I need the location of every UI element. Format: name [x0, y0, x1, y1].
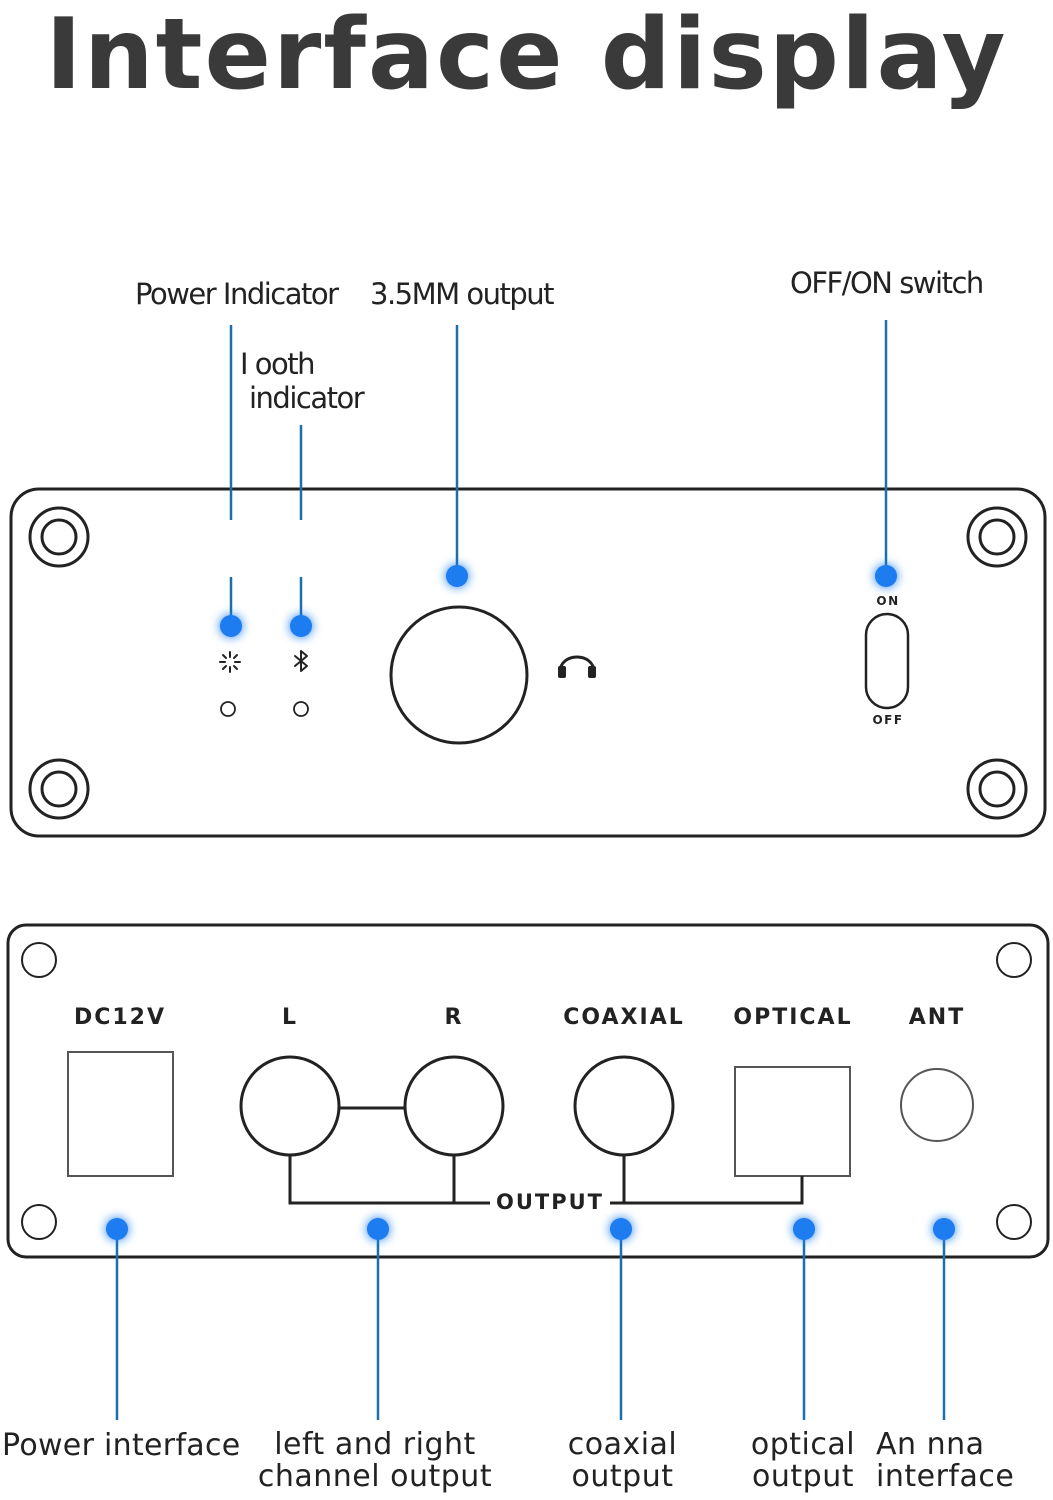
headphone-icon — [558, 655, 596, 678]
headphone-jack — [389, 605, 529, 745]
bluetooth-led — [293, 701, 309, 717]
rear-screw-top-left — [21, 942, 57, 978]
rear-leader-lines — [115, 1229, 946, 1420]
optical-port — [734, 1066, 851, 1177]
page-title: Interface display — [45, 0, 1008, 112]
bluetooth-indicator-callout-line2: indicator — [249, 381, 365, 415]
right-rca-port — [403, 1055, 505, 1157]
power-indicator-callout: Power Indicator — [135, 277, 339, 311]
right-port-label: R — [444, 1005, 464, 1030]
rear-markers — [106, 1218, 955, 1240]
front-screw-bottom-left — [28, 758, 90, 820]
front-panel — [9, 487, 1047, 838]
dc-port — [67, 1051, 174, 1177]
front-screw-bottom-right — [966, 758, 1028, 820]
antenna-port-label: ANT — [908, 1005, 966, 1030]
lr-output-callout-line2: channel output — [257, 1459, 493, 1494]
coaxial-port-label: COAXIAL — [563, 1005, 685, 1030]
power-switch-callout: OFF/ON switch — [790, 266, 984, 300]
left-rca-port — [239, 1055, 341, 1157]
antenna-interface-callout-line1: An nna — [876, 1427, 985, 1462]
coaxial-output-callout-line1: coaxial — [567, 1427, 678, 1462]
front-markers — [220, 565, 897, 637]
sun-icon — [219, 651, 241, 673]
switch-on-label: ON — [876, 594, 900, 608]
rear-screw-bottom-left — [21, 1204, 57, 1240]
optical-output-callout-line2: output — [752, 1459, 854, 1494]
coaxial-output-callout-line2: output — [571, 1459, 674, 1494]
headphone-output-callout: 3.5MM output — [370, 277, 555, 311]
antenna-port — [900, 1068, 974, 1142]
left-port-label: L — [281, 1005, 299, 1030]
optical-output-callout-line1: optical — [750, 1427, 856, 1462]
power-interface-callout: Power interface — [2, 1428, 241, 1463]
antenna-interface-callout-line2: interface — [876, 1459, 1015, 1494]
lr-output-callout-line1: left and right — [274, 1427, 476, 1462]
coaxial-port — [573, 1055, 675, 1157]
power-led — [220, 701, 236, 717]
power-switch — [864, 612, 910, 710]
rear-screw-top-right — [996, 942, 1032, 978]
output-bracket — [288, 1155, 804, 1205]
bluetooth-icon — [294, 650, 308, 672]
front-screw-top-right — [966, 506, 1028, 568]
rear-screw-bottom-right — [996, 1204, 1032, 1240]
optical-port-label: OPTICAL — [733, 1005, 853, 1030]
output-label: OUTPUT — [490, 1190, 610, 1214]
dc-port-label: DC12V — [73, 1005, 167, 1030]
front-screw-top-left — [28, 506, 90, 568]
switch-off-label: OFF — [872, 713, 904, 727]
bluetooth-indicator-callout-line1: I ooth — [240, 347, 316, 381]
